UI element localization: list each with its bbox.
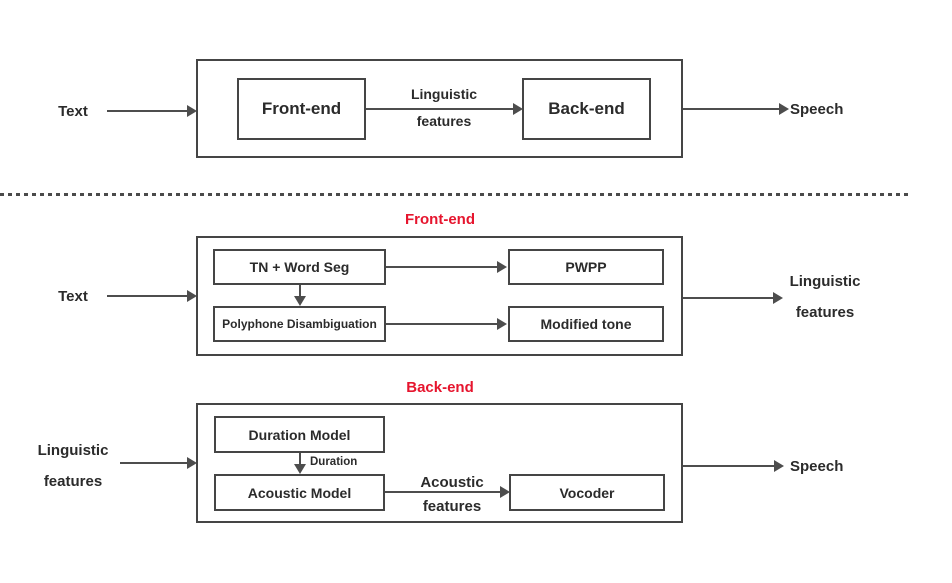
backend-section-title: Back-end xyxy=(406,378,474,396)
polyphone-disambiguation-box: Polyphone Disambiguation xyxy=(213,306,386,342)
pwpp-box: PWPP xyxy=(508,249,664,285)
backend-input-label-line1: Linguistic xyxy=(37,441,109,459)
overview-connector-label-line2: features xyxy=(416,113,472,129)
overview-connector-arrow xyxy=(366,103,523,115)
tn-to-pwpp-arrow xyxy=(386,261,507,273)
acoustic-features-label-line1: Acoustic xyxy=(420,473,484,491)
acoustic-features-label-line2: features xyxy=(422,497,482,515)
frontend-output-label-line2: features xyxy=(795,303,855,321)
tn-to-polyphone-arrow xyxy=(294,285,306,306)
overview-input-label: Text xyxy=(58,102,88,120)
overview-frontend-box: Front-end xyxy=(237,78,366,140)
overview-input-arrow xyxy=(107,105,197,117)
backend-output-arrow xyxy=(683,460,784,472)
polyphone-to-modified-arrow xyxy=(386,318,507,330)
duration-arrow-label: Duration xyxy=(310,456,358,468)
frontend-output-arrow xyxy=(683,292,783,304)
modified-tone-box: Modified tone xyxy=(508,306,664,342)
frontend-output-label-line1: Linguistic xyxy=(789,272,861,290)
tn-word-seg-box: TN + Word Seg xyxy=(213,249,386,285)
backend-output-label: Speech xyxy=(790,457,844,475)
duration-model-box: Duration Model xyxy=(214,416,385,453)
overview-output-arrow xyxy=(683,103,789,115)
backend-input-label-line2: features xyxy=(43,472,103,490)
overview-connector-label-line1: Linguistic xyxy=(410,86,478,102)
overview-backend-box: Back-end xyxy=(522,78,651,140)
acoustic-to-vocoder-arrow xyxy=(385,486,510,498)
frontend-section-title: Front-end xyxy=(405,210,475,228)
acoustic-model-box: Acoustic Model xyxy=(214,474,385,511)
frontend-input-label: Text xyxy=(58,287,88,305)
duration-to-acoustic-arrow xyxy=(294,453,306,474)
backend-input-arrow xyxy=(120,457,197,469)
section-divider xyxy=(0,193,908,196)
overview-output-label: Speech xyxy=(790,100,844,118)
frontend-input-arrow xyxy=(107,290,197,302)
vocoder-box: Vocoder xyxy=(509,474,665,511)
